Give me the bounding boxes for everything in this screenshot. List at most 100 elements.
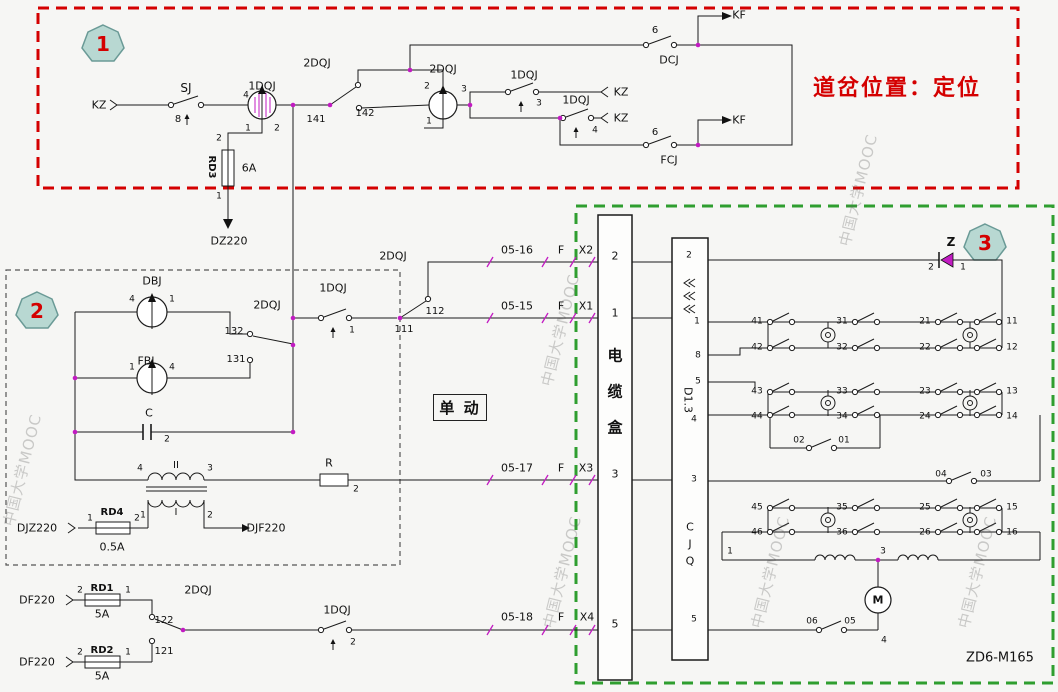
contact-point <box>945 477 953 485</box>
contact-point <box>246 330 254 338</box>
region3-border <box>574 204 1055 685</box>
contact-point <box>532 88 540 96</box>
fuse-rd1 <box>84 593 121 607</box>
junction-dot <box>290 342 296 348</box>
contact-point <box>873 528 881 536</box>
coil-icon <box>820 512 836 528</box>
contact-arrow <box>518 101 524 106</box>
contact-blade <box>173 95 199 105</box>
contact-blade <box>940 405 958 415</box>
wire-hash-mark <box>569 624 577 636</box>
contact-point <box>934 318 942 326</box>
coil-icon <box>825 400 831 406</box>
contact-point <box>956 318 964 326</box>
contact-point <box>317 314 325 322</box>
contact-blade <box>323 308 347 318</box>
kf-arrow-top <box>722 12 732 20</box>
switch-position-annotation: 道岔位置：定位 <box>812 76 982 101</box>
wire-hash-mark <box>588 474 596 486</box>
contact-point <box>424 295 432 303</box>
contact-point <box>873 411 881 419</box>
junction-dot <box>72 429 78 435</box>
connector-box-d13 <box>671 237 709 661</box>
capacitor-c <box>142 424 152 440</box>
junction-dot <box>180 627 186 633</box>
contact-point <box>766 504 774 512</box>
coil-icon <box>967 332 973 338</box>
junction-dot <box>72 375 78 381</box>
contact-point <box>587 114 595 122</box>
wire-hash-mark <box>486 312 494 324</box>
contact-blade <box>821 620 842 630</box>
junction-dot <box>327 102 333 108</box>
contact-arrow <box>330 327 336 332</box>
wire-hash-mark <box>486 624 494 636</box>
contact-point <box>956 411 964 419</box>
contact-point <box>851 504 859 512</box>
contact-point <box>934 388 942 396</box>
contact-blade <box>772 382 790 392</box>
contact-blade <box>857 382 875 392</box>
contact-point <box>873 504 881 512</box>
diode-z-icon <box>938 252 954 268</box>
junction-dot <box>557 115 563 121</box>
contact-point <box>973 528 981 536</box>
junction-dot <box>407 67 413 73</box>
contact-point <box>642 141 650 149</box>
contact-point <box>788 388 796 396</box>
contact-blade <box>979 405 997 415</box>
badge-3-shape <box>963 223 1007 261</box>
contact-blade <box>979 312 997 322</box>
contact-point <box>766 388 774 396</box>
coil-icon <box>820 327 836 343</box>
resistor-r <box>319 473 349 487</box>
relay-coil-fbj <box>136 359 168 395</box>
contact-point <box>995 411 1003 419</box>
motor-icon <box>864 586 892 614</box>
junction-dot <box>290 429 296 435</box>
contact-point <box>973 318 981 326</box>
coil-icon <box>820 395 836 411</box>
contact-blade <box>857 312 875 322</box>
contact-blade <box>648 135 672 145</box>
contact-blade <box>772 522 790 532</box>
contact-point <box>873 344 881 352</box>
contact-point <box>851 411 859 419</box>
kf-arrow-bottom <box>722 116 732 124</box>
contact-point <box>197 101 205 109</box>
contact-point <box>246 356 254 364</box>
contact-blade <box>951 471 972 481</box>
contact-blade <box>772 405 790 415</box>
contact-blade <box>979 522 997 532</box>
contact-point <box>766 528 774 536</box>
junction-dot <box>467 102 473 108</box>
coil-icon <box>962 512 978 528</box>
contact-point <box>995 388 1003 396</box>
contact-point <box>345 314 353 322</box>
contact-point <box>973 388 981 396</box>
contact-point <box>766 344 774 352</box>
contact-point <box>670 41 678 49</box>
coil-icon <box>825 332 831 338</box>
fuse-rd4 <box>95 521 131 535</box>
contact-blade <box>323 620 347 630</box>
wire-hash-mark <box>588 256 596 268</box>
contact-arrow <box>184 114 190 119</box>
wire-hash-mark <box>541 312 549 324</box>
contact-point <box>148 613 156 621</box>
contact-blade <box>940 522 958 532</box>
contact-point <box>934 504 942 512</box>
region1-border <box>36 6 1020 190</box>
contact-point <box>345 626 353 634</box>
contact-point <box>934 411 942 419</box>
contact-blade <box>940 498 958 508</box>
contact-point <box>970 477 978 485</box>
contact-point <box>956 388 964 396</box>
relay-coil-1dqj <box>247 85 277 121</box>
contact-point <box>973 344 981 352</box>
coil-icon <box>967 400 973 406</box>
fuse-rd3 <box>221 149 235 187</box>
contact-blade <box>772 338 790 348</box>
